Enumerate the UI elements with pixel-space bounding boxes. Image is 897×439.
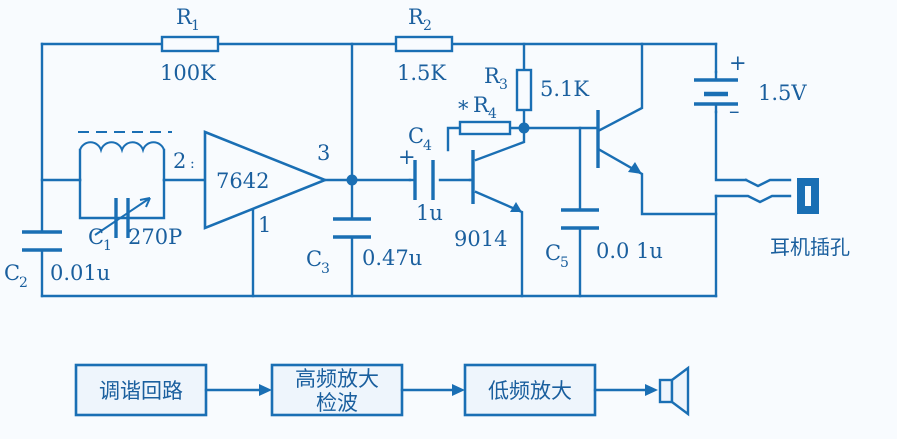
r1-subscript: 1 xyxy=(191,18,200,34)
r2-value: 1.5K xyxy=(397,61,446,85)
resistor-r4: * R 4 xyxy=(458,93,512,136)
c2-value: 0.01u xyxy=(50,261,110,285)
block-1-label: 调谐回路 xyxy=(99,379,183,403)
transistor-9014: 9014 xyxy=(454,150,522,251)
c5-subscript: 5 xyxy=(560,255,569,271)
jack-label: 耳机插孔 xyxy=(770,235,850,259)
c5-value: 0.0 1u xyxy=(596,239,663,263)
r4-mark: * xyxy=(458,97,469,121)
r3-value: 5.1K xyxy=(540,77,589,101)
arrow-right-icon xyxy=(645,384,658,396)
battery-1-5v: + – 1.5V xyxy=(694,51,807,123)
block-3-label: 低频放大 xyxy=(488,379,572,403)
c5-name: C xyxy=(545,241,561,265)
arrow-right-icon xyxy=(259,384,272,396)
c4-value: 1u xyxy=(416,201,443,225)
block-2-label-line2: 检波 xyxy=(316,391,358,415)
c4-polarity: + xyxy=(398,145,416,169)
r3-subscript: 3 xyxy=(499,77,508,93)
junction-dot xyxy=(346,174,358,186)
ic-label: 7642 xyxy=(216,169,269,193)
r1-name: R xyxy=(176,5,193,29)
pin-colon: : xyxy=(190,156,195,172)
block-diagram: 调谐回路 高频放大 检波 低频放大 xyxy=(74,363,690,417)
r2-name: R xyxy=(408,5,425,29)
c3-subscript: 3 xyxy=(321,261,330,277)
battery-value: 1.5V xyxy=(758,81,807,105)
c3-name: C xyxy=(306,247,322,271)
transistor-label: 9014 xyxy=(454,227,507,251)
amplifier-ic-7642: 7642 2 : 3 1 xyxy=(173,130,330,237)
resistor-r1: R 1 100K xyxy=(160,5,220,85)
capacitor-c3: C 3 0.47u xyxy=(306,217,422,277)
c3-value: 0.47u xyxy=(362,246,422,270)
resistor-r3: R 3 5.1K xyxy=(484,64,589,112)
speaker-icon xyxy=(658,365,690,417)
ic-pin-output: 3 xyxy=(317,141,330,165)
r3-name: R xyxy=(484,64,501,88)
junction-dots xyxy=(346,122,530,186)
resistor-r2: R 2 1.5K xyxy=(394,5,454,85)
c2-name: C xyxy=(4,261,20,285)
capacitor-c1: C 1 270P xyxy=(88,197,182,254)
capacitor-c4: + C 4 1u xyxy=(398,124,443,225)
ic-pin-ground: 1 xyxy=(258,213,271,237)
arrow-right-icon xyxy=(452,384,465,396)
output-transistor xyxy=(596,110,642,174)
junction-dot xyxy=(518,122,530,134)
c1-value: 270P xyxy=(128,225,182,249)
r2-subscript: 2 xyxy=(423,18,432,34)
block-2-label-line1: 高频放大 xyxy=(295,367,379,391)
emitter-arrow-icon xyxy=(628,162,642,174)
wires xyxy=(40,42,748,298)
c2-subscript: 2 xyxy=(19,275,28,291)
r1-value: 100K xyxy=(160,61,216,85)
ic-pin-input: 2 xyxy=(173,149,186,173)
c1-subscript: 1 xyxy=(103,238,112,254)
emitter-arrow-icon xyxy=(510,202,522,212)
capacitor-c2: C 2 0.01u xyxy=(4,230,110,291)
battery-minus: – xyxy=(729,99,740,123)
capacitor-c5: C 5 0.0 1u xyxy=(545,208,663,271)
battery-plus: + xyxy=(729,51,747,75)
r4-subscript: 4 xyxy=(488,106,497,122)
r4-name: R xyxy=(473,93,490,117)
c4-subscript: 4 xyxy=(423,138,432,154)
c1-name: C xyxy=(88,225,104,249)
headphone-jack: 耳机插孔 xyxy=(714,178,850,259)
c4-name: C xyxy=(408,124,424,148)
inductor-coil xyxy=(78,131,172,154)
block-hf-amp-detect xyxy=(270,363,404,417)
